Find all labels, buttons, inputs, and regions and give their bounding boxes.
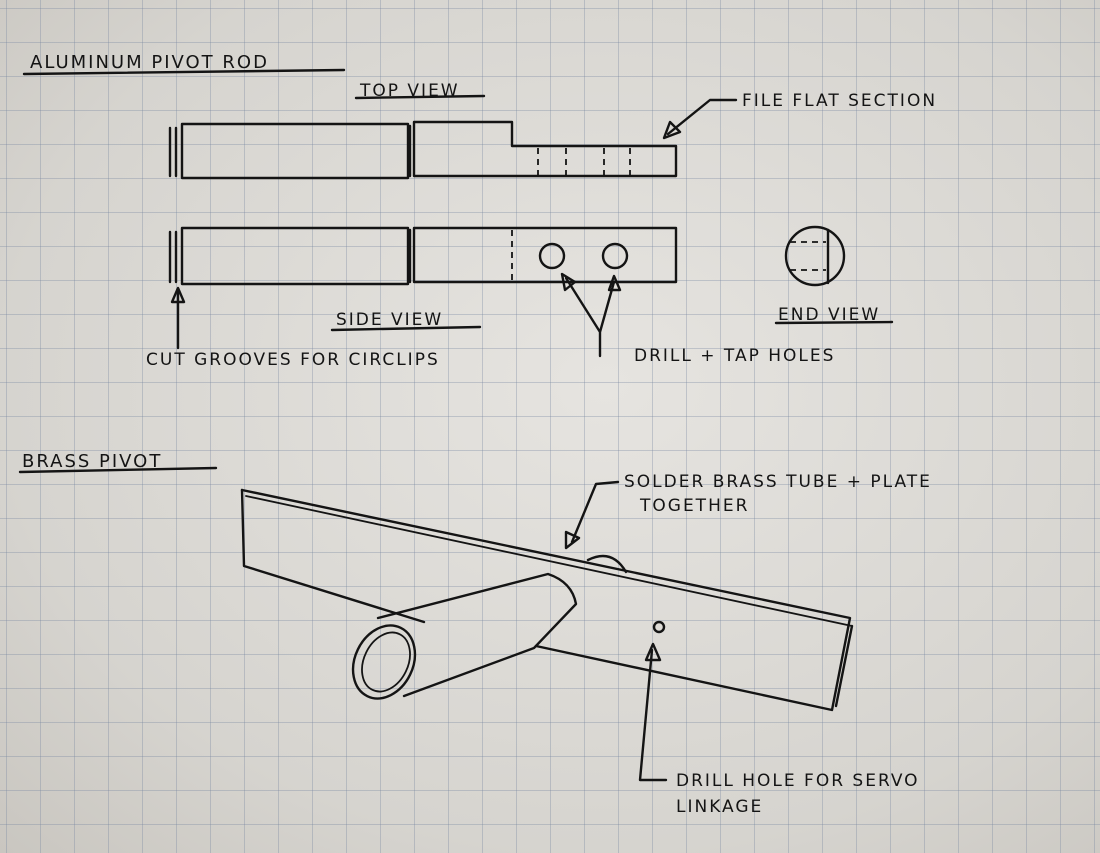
brass-section-title: BRASS PIVOT: [22, 451, 162, 472]
aluminum-section-title: ALUMINUM PIVOT ROD: [30, 52, 269, 73]
tap-hole-2: [601, 242, 629, 270]
brass-pivot-drawing: [240, 488, 854, 712]
top-rod-end-groove: [168, 126, 178, 178]
brass-plate-left-edge: [240, 488, 426, 624]
top-view-rod: [168, 120, 678, 180]
grooves-label: CUT GROOVES FOR CIRCLIPS: [146, 350, 440, 370]
side-view-rod: [168, 226, 678, 286]
servo-leader: [638, 648, 668, 782]
drill-tap-label: DRILL + TAP HOLES: [634, 346, 835, 366]
side-view-underline: [330, 325, 482, 332]
side-rod-left-segment: [180, 226, 410, 286]
side-view-label: SIDE VIEW: [336, 310, 443, 330]
file-flat-leader: [666, 98, 738, 136]
servo-arrowhead: [644, 642, 662, 662]
end-view-label: END VIEW: [778, 305, 880, 325]
brass-plate-outline: [240, 488, 852, 712]
side-rod-right-segment: [412, 226, 678, 284]
grooves-arrowhead: [170, 286, 186, 304]
servo-hole: [652, 620, 666, 634]
brass-plate-right-edge: [834, 624, 854, 708]
brass-tube-inner-wall: [361, 631, 411, 693]
solder-label-line2: TOGETHER: [639, 496, 749, 516]
brass-tube-body: [376, 572, 578, 698]
end-view-underline: [774, 320, 894, 325]
top-rod-hole-hidden-lines: [537, 148, 631, 176]
servo-label-line2: LINKAGE: [676, 797, 763, 817]
solder-label-line1: SOLDER BRASS TUBE + PLATE: [624, 472, 932, 492]
drill-tap-arrowhead-1: [560, 272, 577, 292]
solder-arrowhead: [564, 530, 581, 550]
brass-plate-top-edge: [245, 495, 853, 627]
end-view-drawing: [784, 225, 846, 287]
top-view-underline: [354, 94, 486, 100]
tap-hole-1: [538, 242, 566, 270]
file-flat-label: FILE FLAT SECTION: [742, 91, 937, 111]
end-view-circle: [784, 225, 846, 287]
servo-label-line1: DRILL HOLE FOR SERVO: [676, 771, 920, 791]
brass-tube-open-end: [351, 624, 417, 700]
drill-tap-arrowhead-2: [607, 274, 622, 292]
file-flat-arrowhead: [662, 120, 682, 140]
aluminum-title-underline: [22, 68, 346, 76]
brass-title-underline: [18, 466, 218, 474]
end-view-hidden-lines: [790, 241, 826, 271]
top-rod-left-segment: [180, 122, 410, 180]
brass-tube-far-end: [586, 554, 628, 574]
side-rod-end-groove: [168, 230, 178, 284]
solder-leader: [570, 480, 620, 544]
top-rod-right-segment: [412, 120, 678, 178]
drill-tap-leader: [564, 276, 616, 358]
